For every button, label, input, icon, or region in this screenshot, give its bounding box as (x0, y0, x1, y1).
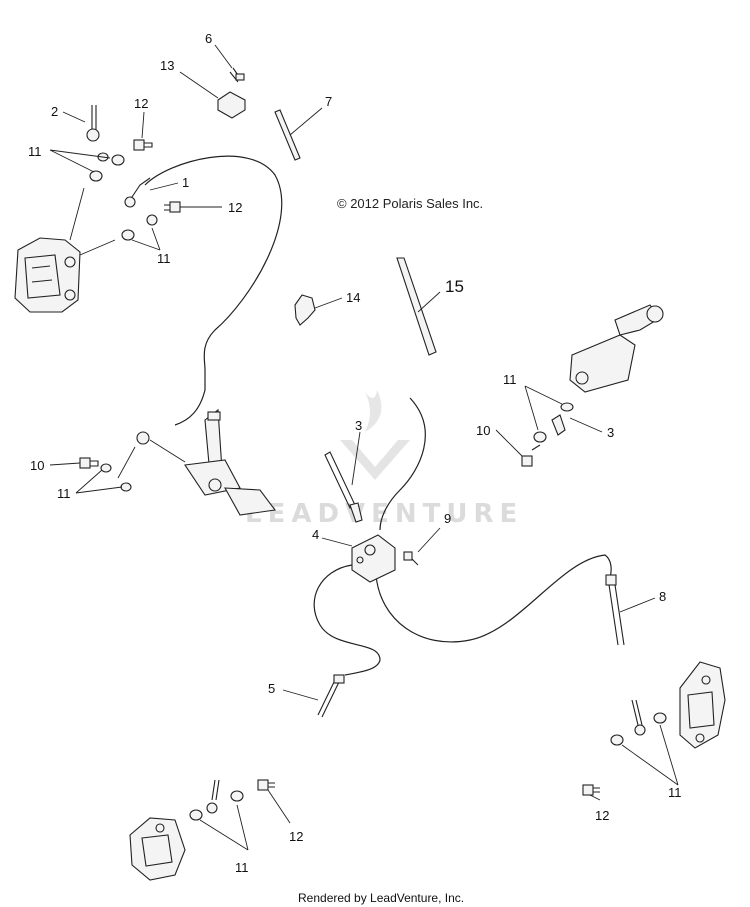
callout-5: 5 (268, 681, 275, 696)
rear-right-fittings (582, 699, 679, 801)
bolt-12-upper (133, 111, 153, 151)
callout-8: 8 (659, 589, 666, 604)
washers-11-second (69, 187, 161, 251)
hose-8 (605, 574, 656, 646)
callout-11-c: 11 (503, 372, 517, 387)
callout-7: 7 (325, 94, 332, 109)
callout-11-a: 11 (28, 144, 42, 159)
bracket-14 (294, 294, 343, 326)
callout-15: 15 (445, 277, 464, 296)
callout-12-d: 12 (289, 829, 303, 844)
callout-9: 9 (444, 511, 451, 526)
washers-11-upper (49, 149, 125, 182)
watermark-text: LEADVENTURE (245, 499, 523, 529)
banjo-fitting-2 (62, 105, 100, 142)
pin-15 (396, 257, 441, 356)
rear-left-fittings (189, 779, 291, 851)
rear-left-caliper (129, 817, 186, 881)
bolt-9 (403, 527, 441, 566)
callout-1: 1 (182, 175, 189, 190)
front-left-caliper (14, 237, 116, 313)
callout-11-d: 11 (57, 486, 71, 501)
callout-12-b: 12 (228, 200, 242, 215)
callout-12-a: 12 (134, 96, 148, 111)
callout-2: 2 (51, 104, 58, 119)
clip-13 (179, 71, 246, 119)
master-cylinder-assembly (136, 408, 276, 516)
washers-11-left (75, 446, 136, 494)
copyright-text: © 2012 Polaris Sales Inc. (337, 196, 483, 211)
callout-labels: 6 13 7 2 12 11 1 12 11 14 15 11 3 10 3 1… (28, 31, 682, 875)
callout-11-e: 11 (668, 785, 682, 800)
callout-3-a: 3 (355, 418, 362, 433)
callout-12-c: 12 (595, 808, 609, 823)
screw-6 (214, 44, 245, 83)
rear-right-caliper (679, 661, 726, 749)
callout-3-b: 3 (607, 425, 614, 440)
callout-13: 13 (160, 58, 174, 73)
callout-11-b: 11 (157, 251, 171, 266)
callout-6: 6 (205, 31, 212, 46)
bolt-10-left (49, 457, 99, 469)
brake-hoses (144, 155, 612, 676)
banjo-fitting-1 (124, 177, 179, 208)
callout-10-a: 10 (476, 423, 490, 438)
callout-11-f: 11 (235, 860, 249, 875)
hose-5 (282, 674, 345, 718)
hose-fitting-3-center (324, 431, 363, 523)
right-fittings (495, 385, 603, 467)
junction-block-4 (321, 534, 396, 583)
callout-14: 14 (346, 290, 360, 305)
footer-credit: Rendered by LeadVenture, Inc. (298, 891, 464, 905)
watermark-logo: LEADVENTURE (245, 390, 523, 529)
callout-4: 4 (312, 527, 319, 542)
callout-10-b: 10 (30, 458, 44, 473)
pin-7 (274, 107, 323, 161)
bolt-12-middle (164, 201, 222, 213)
hand-master-cylinder (569, 304, 664, 393)
